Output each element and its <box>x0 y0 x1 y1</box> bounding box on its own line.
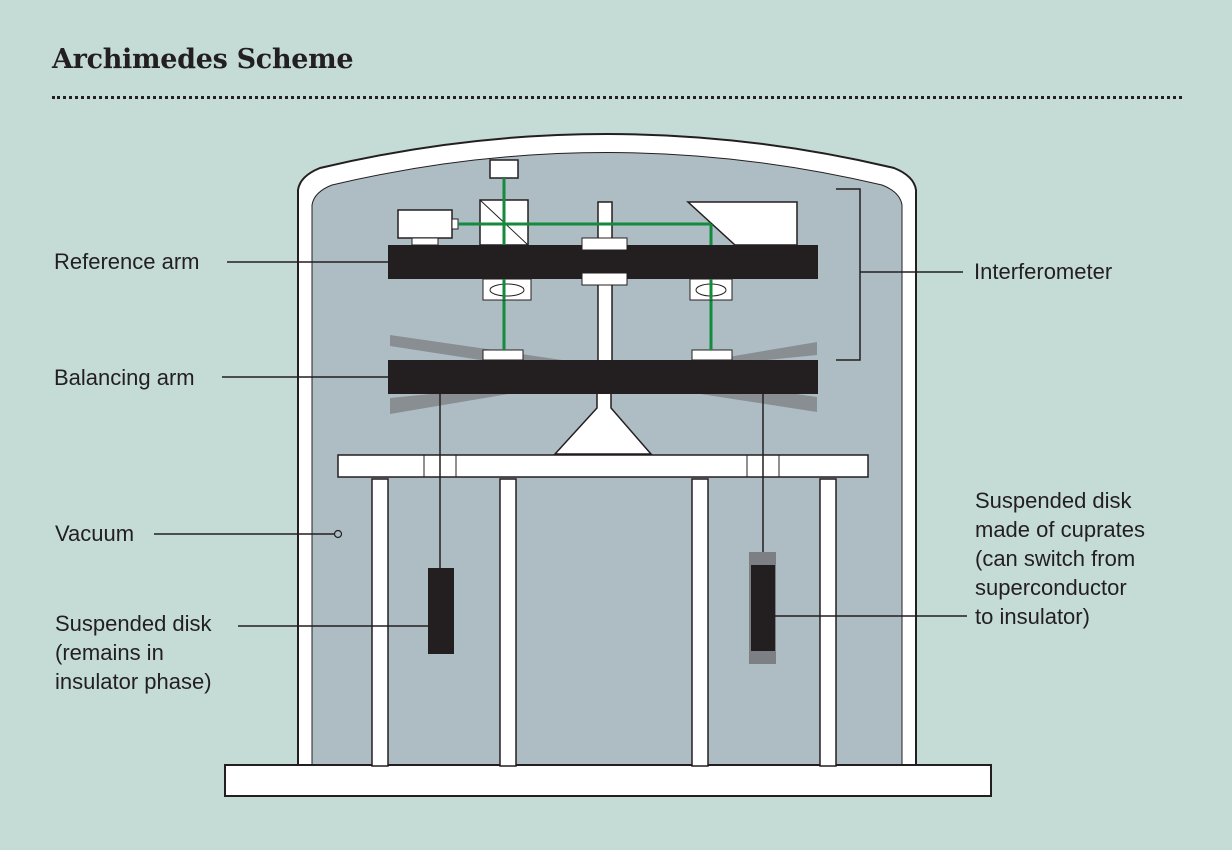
support-leg <box>371 478 389 767</box>
suspended-disk-right-label: Suspended disk made of cuprates (can swi… <box>975 488 1145 629</box>
base-plate <box>224 764 992 797</box>
support-leg <box>691 478 709 767</box>
suspended-disk-left-label: Suspended disk (remains in insulator pha… <box>55 611 212 694</box>
support-leg <box>499 478 517 767</box>
title-divider <box>52 96 1182 99</box>
rod-clamp <box>581 237 628 251</box>
balancing-arm <box>388 360 818 394</box>
reference-arm-label: Reference arm <box>54 249 200 274</box>
rod-clamp <box>581 272 628 286</box>
platform <box>337 454 869 478</box>
mirror-pad <box>482 349 524 361</box>
vacuum-label: Vacuum <box>55 521 135 546</box>
vacuum-marker <box>333 529 343 539</box>
laser-source <box>397 209 453 239</box>
mirror-pad <box>691 349 733 361</box>
interferometer-bracket <box>836 188 861 361</box>
support-leg <box>819 478 837 767</box>
balancing-arm-label: Balancing arm <box>54 365 195 390</box>
suspended-disk-right <box>751 565 775 651</box>
detector <box>489 159 519 179</box>
interferometer-label: Interferometer <box>974 259 1113 284</box>
page-title: Archimedes Scheme <box>52 44 354 75</box>
lens-icon <box>489 283 525 297</box>
suspended-disk-left <box>428 568 454 654</box>
